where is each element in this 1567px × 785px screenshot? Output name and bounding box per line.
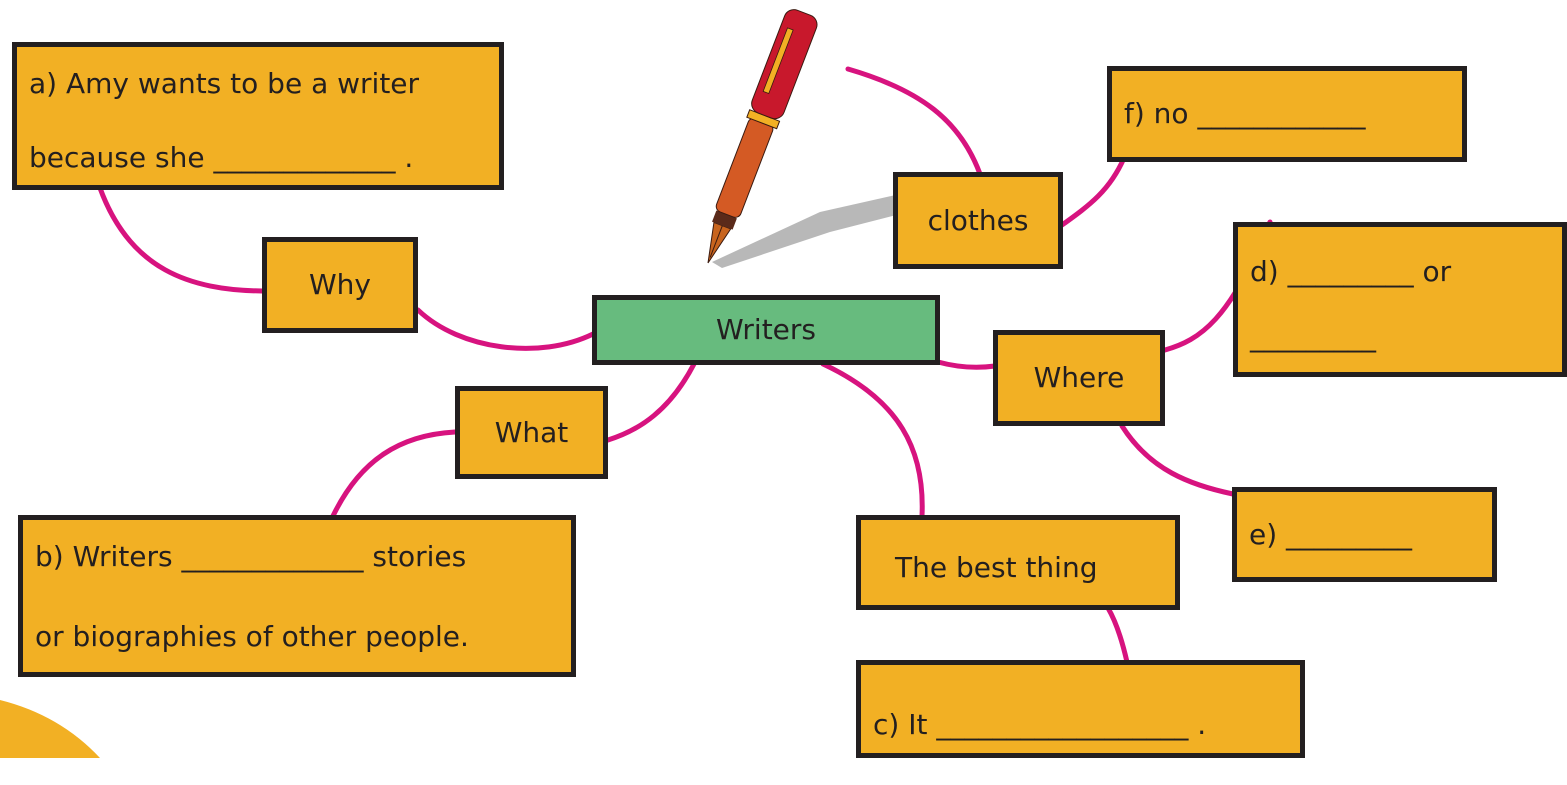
connector-center-best [820,361,925,519]
connector-a-why [97,185,265,294]
answer-f: f) no ____________ [1124,97,1366,130]
connector-why-center [415,307,596,351]
answer-box-b: b) Writers _____________ stories or biog… [18,515,576,677]
answer-d-line2: _________ [1250,320,1376,353]
branch-what: What [455,386,608,479]
answer-d-line1: d) _________ or [1250,255,1452,288]
connector-clothes-f [1059,155,1127,228]
answer-b-line2: or biographies of other people. [35,620,469,653]
answer-box-f: f) no ____________ [1107,66,1467,162]
answer-box-c: c) It __________________ . [856,660,1305,758]
connector-center-what [605,361,697,443]
connector-pen-clothes [845,66,983,177]
answer-b-line1: b) Writers _____________ stories [35,540,467,573]
branch-why: Why [262,237,418,333]
fountain-pen-icon [707,9,818,264]
connector-where-e [1119,423,1236,497]
branch-best-thing: The best thing [856,515,1180,610]
answer-box-e: e) _________ [1232,487,1497,582]
answer-a-line2: because she _____________ . [29,141,414,174]
answer-box-a: a) Amy wants to be a writer because she … [12,42,504,190]
answer-c: c) It __________________ . [873,708,1207,741]
answer-e: e) _________ [1249,518,1413,551]
corner-decoration [0,700,100,758]
connector-what-b [330,429,458,519]
center-node: Writers [592,295,940,365]
answer-box-d: d) _________ or _________ [1233,222,1567,377]
answer-a-line1: a) Amy wants to be a writer [29,67,420,100]
branch-clothes: clothes [893,172,1063,269]
connector-center-where [935,359,998,370]
connector-best-c [1105,605,1130,665]
branch-where: Where [993,330,1165,426]
